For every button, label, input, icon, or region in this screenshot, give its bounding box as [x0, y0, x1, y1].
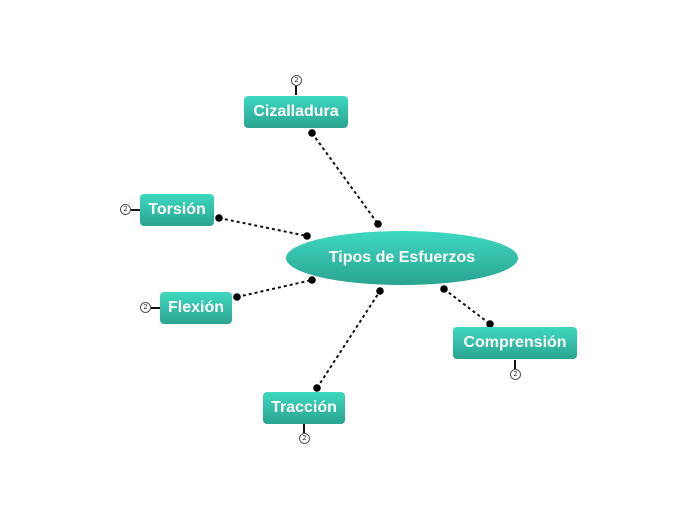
connector-cizalladura — [311, 132, 379, 225]
topic-label: Flexión — [167, 299, 224, 316]
connector-dot — [486, 320, 494, 328]
connector-dot — [233, 293, 241, 301]
connector-dot — [308, 276, 316, 284]
connector-dot — [376, 287, 384, 295]
connector-dot — [374, 220, 382, 228]
topic-traccion[interactable]: Tracción — [263, 392, 345, 424]
collapsed-count-badge[interactable]: 2 — [510, 369, 521, 380]
collapsed-count-badge[interactable]: 2 — [140, 302, 151, 313]
topic-label: Tracción — [271, 399, 337, 416]
connector-traccion — [316, 290, 381, 389]
topic-label: Torsión — [148, 201, 206, 218]
topic-torsion[interactable]: Torsión — [140, 194, 214, 226]
connector-dot — [303, 232, 311, 240]
connector-dot — [215, 214, 223, 222]
connector-flexion — [236, 279, 313, 298]
central-topic[interactable]: Tipos de Esfuerzos — [286, 231, 518, 285]
connector-torsion — [218, 217, 308, 237]
connector-dot — [313, 384, 321, 392]
topic-flexion[interactable]: Flexión — [160, 292, 232, 324]
collapsed-count-badge[interactable]: 2 — [299, 433, 310, 444]
central-topic-label: Tipos de Esfuerzos — [328, 249, 476, 266]
connector-compresion — [443, 288, 491, 325]
topic-cizalladura[interactable]: Cizalladura — [244, 96, 348, 128]
topic-label: Cizalladura — [253, 103, 339, 120]
collapsed-count-badge[interactable]: 2 — [291, 75, 302, 86]
connector-dot — [440, 285, 448, 293]
connector-dot — [308, 129, 316, 137]
topic-label: Comprensión — [463, 334, 567, 351]
collapsed-count-badge[interactable]: 2 — [120, 204, 131, 215]
topic-compresion[interactable]: Comprensión — [453, 327, 577, 359]
